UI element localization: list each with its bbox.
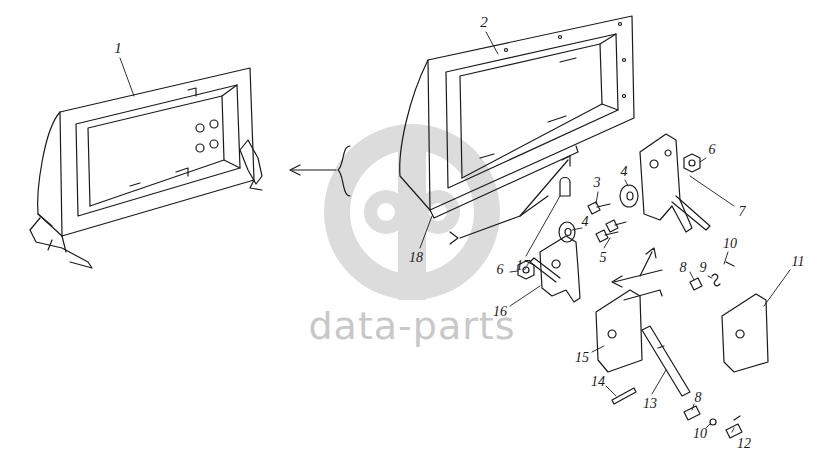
callout-number: 8 [680,261,687,275]
watermark-logo [324,124,500,300]
fastener-part [684,262,742,438]
bracket-part [540,236,580,302]
callout-number: 7 [739,205,746,219]
washer-part [559,185,638,242]
nut-part [518,154,700,279]
plate-part [596,290,642,372]
callout-number: 6 [497,263,504,277]
callout-number: 2 [480,15,488,30]
pin-part [560,178,570,197]
bolt-part [588,202,626,242]
callout-number: 10 [723,237,737,251]
watermark: data-parts [308,307,515,345]
plate-part [722,294,768,372]
callout-number: 11 [792,255,805,269]
callout-number: 13 [643,397,657,411]
callout-number: 4 [621,165,628,179]
bracket-part [640,134,692,232]
frame-assembly [400,16,634,218]
exploded-view-arrows [290,146,662,300]
callout-number: 8 [695,391,702,405]
callout-number: 5 [600,251,607,265]
callout-number: 17 [516,259,530,273]
lever-part [642,326,690,396]
lever-arm [530,258,560,282]
callout-number: 4 [582,215,589,229]
callout-number: 12 [737,437,751,451]
callout-number: 9 [700,261,707,275]
callout-number: 6 [709,143,716,157]
callout-number: 14 [591,375,605,389]
callout-number: 10 [693,427,707,441]
frame-assembly [30,68,262,268]
leader-line [120,32,790,432]
callout-number: 15 [575,351,589,365]
callout-number: 1 [114,41,122,56]
callout-number: 18 [409,251,423,265]
callout-number: 3 [594,176,601,190]
lever-arm [672,196,710,230]
